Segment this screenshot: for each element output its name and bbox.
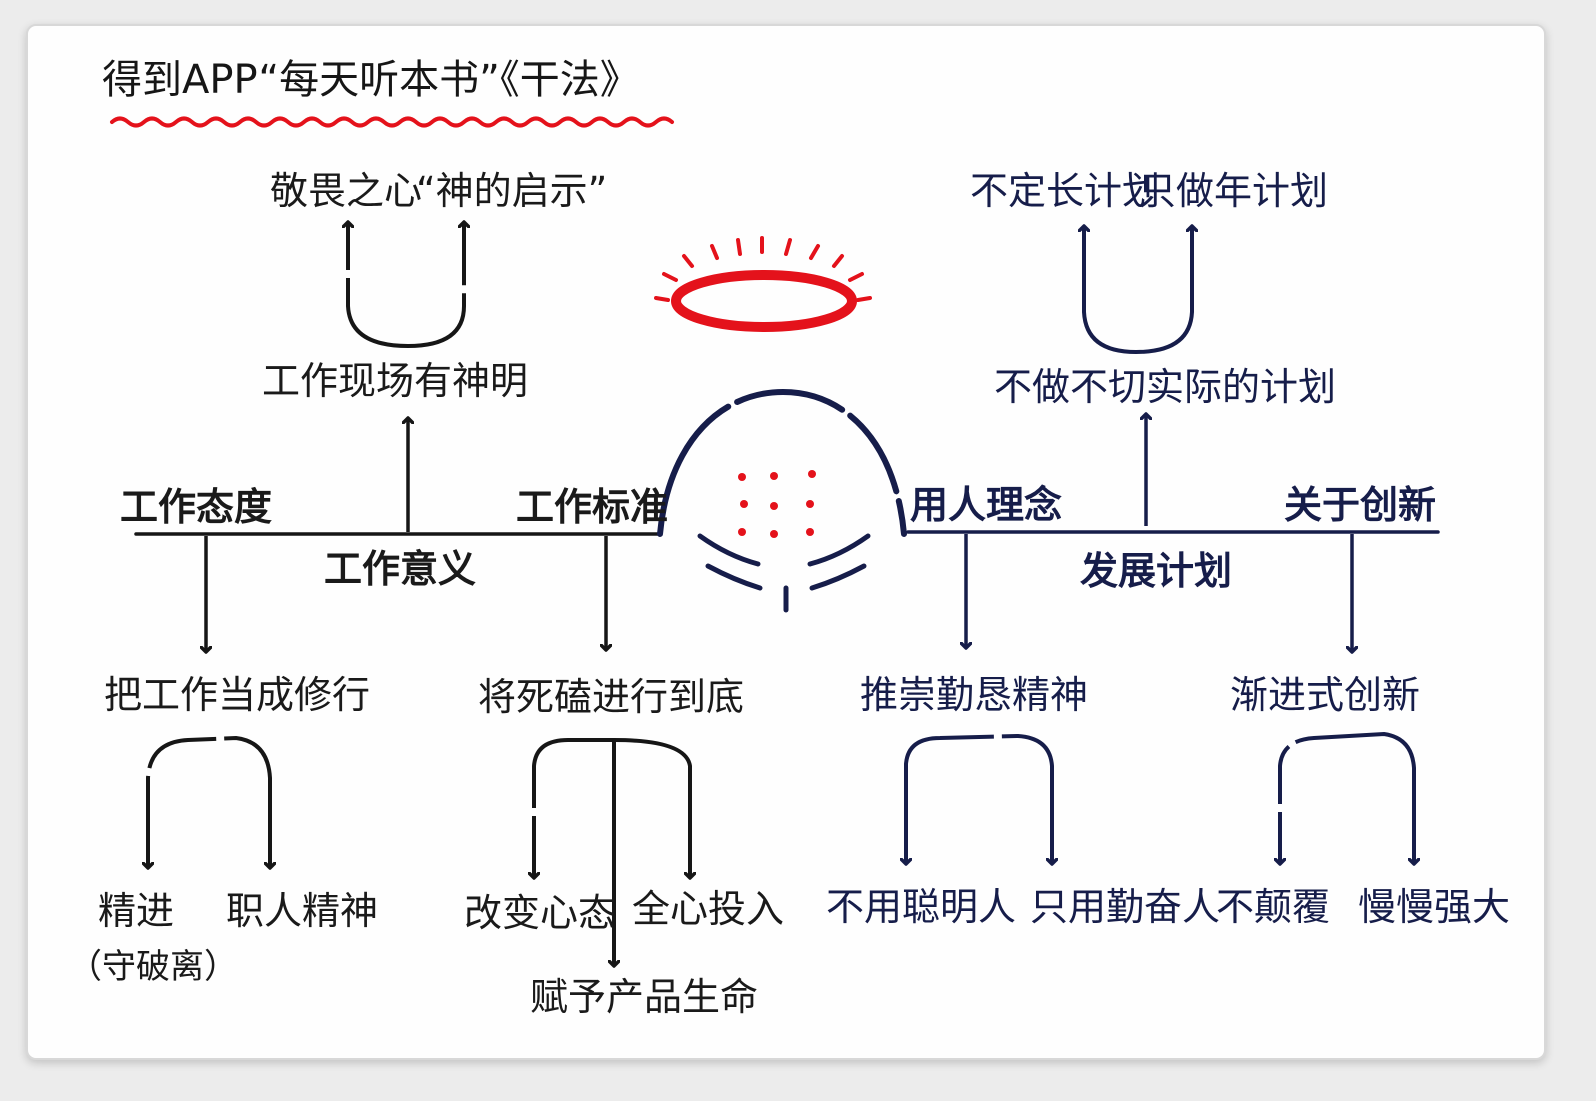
attitude-leaf-2: 职人精神 (226, 889, 379, 933)
mindmap-card: 得到APP“每天听本书”《干法》 工作态度 工作意义 工作标准 用人理念 发展计… (26, 24, 1546, 1060)
branch-people-label: 用人理念 (910, 483, 1063, 527)
meaning-leaf-1: 敬畏之心 (270, 169, 423, 213)
standard-child: 将死磕进行到底 (478, 675, 745, 719)
standard-leaf-1: 改变心态 (464, 891, 617, 935)
halo-rays (654, 236, 872, 302)
meaning-u-arrow (346, 226, 466, 349)
plan-u-arrow (1082, 232, 1194, 355)
attitude-tree (146, 735, 272, 866)
plan-child: 不做不切实际的计划 (994, 365, 1337, 409)
branch-innovation-label: 关于创新 (1284, 483, 1437, 527)
standard-leaf-2: 全心投入 (632, 887, 785, 931)
meaning-child: 工作现场有神明 (262, 359, 529, 403)
mindmap-drawing (110, 116, 1440, 1058)
people-tree (904, 733, 1054, 862)
head-dome (657, 388, 907, 537)
attitude-note: （守破离） (68, 947, 238, 987)
innovation-child: 渐进式创新 (1230, 673, 1421, 717)
innovation-tree (1278, 731, 1416, 862)
body-lines (697, 533, 871, 613)
plan-leaf-2: 只做年计划 (1138, 169, 1329, 213)
innovation-leaf-2: 慢慢强大 (1358, 885, 1511, 929)
branch-meaning-label: 工作意义 (324, 547, 477, 591)
meaning-leaf-2: “神的启示” (416, 169, 608, 213)
attitude-leaf-1: 精进 (98, 889, 175, 933)
title-underline (110, 116, 674, 128)
face-dots (738, 470, 816, 538)
halo (671, 270, 857, 332)
page-title: 得到APP“每天听本书”《干法》 (102, 57, 640, 103)
branch-attitude-label: 工作态度 (120, 485, 273, 529)
branch-plan-label: 发展计划 (1080, 549, 1233, 593)
standard-leaf-3: 赋予产品生命 (530, 975, 759, 1019)
people-child: 推崇勤恳精神 (860, 673, 1089, 717)
plan-leaf-1: 不定长计划 (970, 169, 1161, 213)
innovation-leaf-1: 不颠覆 (1216, 885, 1331, 929)
people-leaf-2: 只用勤奋人 (1030, 885, 1221, 929)
attitude-child: 把工作当成修行 (104, 673, 371, 717)
people-leaf-1: 不用聪明人 (826, 885, 1017, 929)
branch-standard-label: 工作标准 (516, 485, 669, 529)
